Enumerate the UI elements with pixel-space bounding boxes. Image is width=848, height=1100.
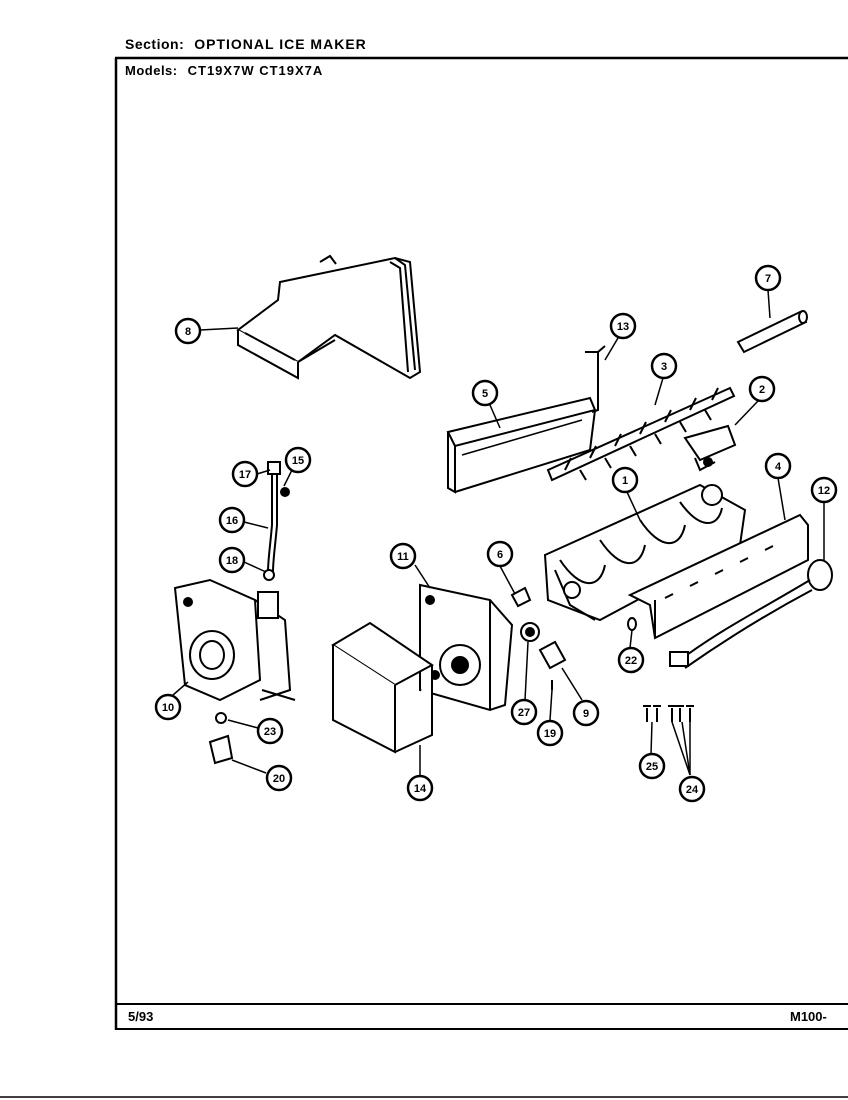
svg-text:23: 23: [264, 726, 276, 738]
svg-text:19: 19: [544, 728, 556, 740]
callout-15: 15: [284, 446, 312, 474]
svg-text:7: 7: [765, 273, 771, 285]
svg-text:4: 4: [775, 461, 782, 473]
callout-11: 11: [389, 542, 417, 570]
part-small-hardware: [510, 586, 637, 690]
part-tray-heater: [627, 513, 809, 640]
part-ejector: [546, 386, 736, 482]
models-label: Models:: [125, 63, 178, 78]
callout-13: 13: [609, 312, 637, 340]
callout-4: 4: [764, 452, 792, 480]
callout-18: 18: [218, 546, 246, 574]
callout-25: 25: [638, 752, 666, 780]
svg-text:9: 9: [583, 708, 589, 720]
callout-markers: 8 7 13 5 3 2 17 15 16 18 1 4 12 11 6 10 …: [154, 264, 838, 803]
svg-text:5: 5: [482, 388, 488, 400]
section-title: OPTIONAL ICE MAKER: [194, 36, 367, 52]
svg-text:25: 25: [646, 761, 658, 773]
part-inlet-tube: [263, 461, 290, 581]
svg-text:3: 3: [661, 361, 667, 373]
section-label: Section:: [125, 36, 185, 52]
callout-27: 27: [510, 698, 538, 726]
callout-6: 6: [486, 540, 514, 568]
callout-7: 7: [754, 264, 782, 292]
svg-text:13: 13: [617, 321, 629, 333]
callout-2: 2: [748, 375, 776, 403]
callout-23: 23: [256, 717, 284, 745]
section-heading: Section: OPTIONAL ICE MAKER: [125, 36, 367, 52]
callout-22: 22: [617, 646, 645, 674]
page-frame: [0, 56, 848, 1098]
part-screws: [643, 705, 694, 722]
part-bracket: [683, 424, 737, 472]
callout-8: 8: [174, 317, 202, 345]
svg-text:2: 2: [759, 384, 765, 396]
svg-text:27: 27: [518, 707, 530, 719]
callout-19: 19: [536, 719, 564, 747]
callout-20: 20: [265, 764, 293, 792]
callout-24: 24: [678, 775, 706, 803]
svg-text:17: 17: [239, 469, 251, 481]
callout-9: 9: [572, 699, 600, 727]
part-shield-plate: [446, 345, 606, 494]
footer-page-code: M100-: [790, 1009, 827, 1024]
callout-3: 3: [650, 352, 678, 380]
part-wire-harness: [669, 559, 833, 669]
callout-1: 1: [611, 466, 639, 494]
svg-text:1: 1: [622, 475, 628, 487]
callout-10: 10: [154, 693, 182, 721]
callout-17: 17: [231, 460, 259, 488]
svg-text:22: 22: [625, 655, 637, 667]
part-shaft-rod: [736, 310, 808, 354]
callout-14: 14: [406, 774, 434, 802]
svg-text:18: 18: [226, 555, 238, 567]
models-list: CT19X7W CT19X7A: [187, 63, 324, 78]
svg-text:12: 12: [818, 485, 830, 497]
svg-text:14: 14: [414, 783, 427, 795]
callout-12: 12: [810, 476, 838, 504]
models-heading: Models: CT19X7W CT19X7A: [125, 63, 323, 78]
svg-text:11: 11: [397, 551, 409, 563]
callout-5: 5: [471, 379, 499, 407]
svg-text:8: 8: [185, 326, 191, 338]
part-module-cover: [331, 621, 434, 754]
svg-text:10: 10: [162, 702, 174, 714]
svg-text:6: 6: [497, 549, 503, 561]
svg-text:20: 20: [273, 773, 285, 785]
svg-text:24: 24: [686, 784, 699, 796]
part-control-housing: [419, 583, 514, 712]
callout-16: 16: [218, 506, 246, 534]
part-cover-bin: [236, 254, 422, 380]
part-valve-fittings: [208, 712, 234, 765]
leader-lines: [172, 289, 825, 776]
footer-date: 5/93: [128, 1009, 154, 1024]
svg-text:16: 16: [226, 515, 238, 527]
part-water-valve: [173, 578, 296, 702]
svg-text:15: 15: [292, 455, 304, 467]
